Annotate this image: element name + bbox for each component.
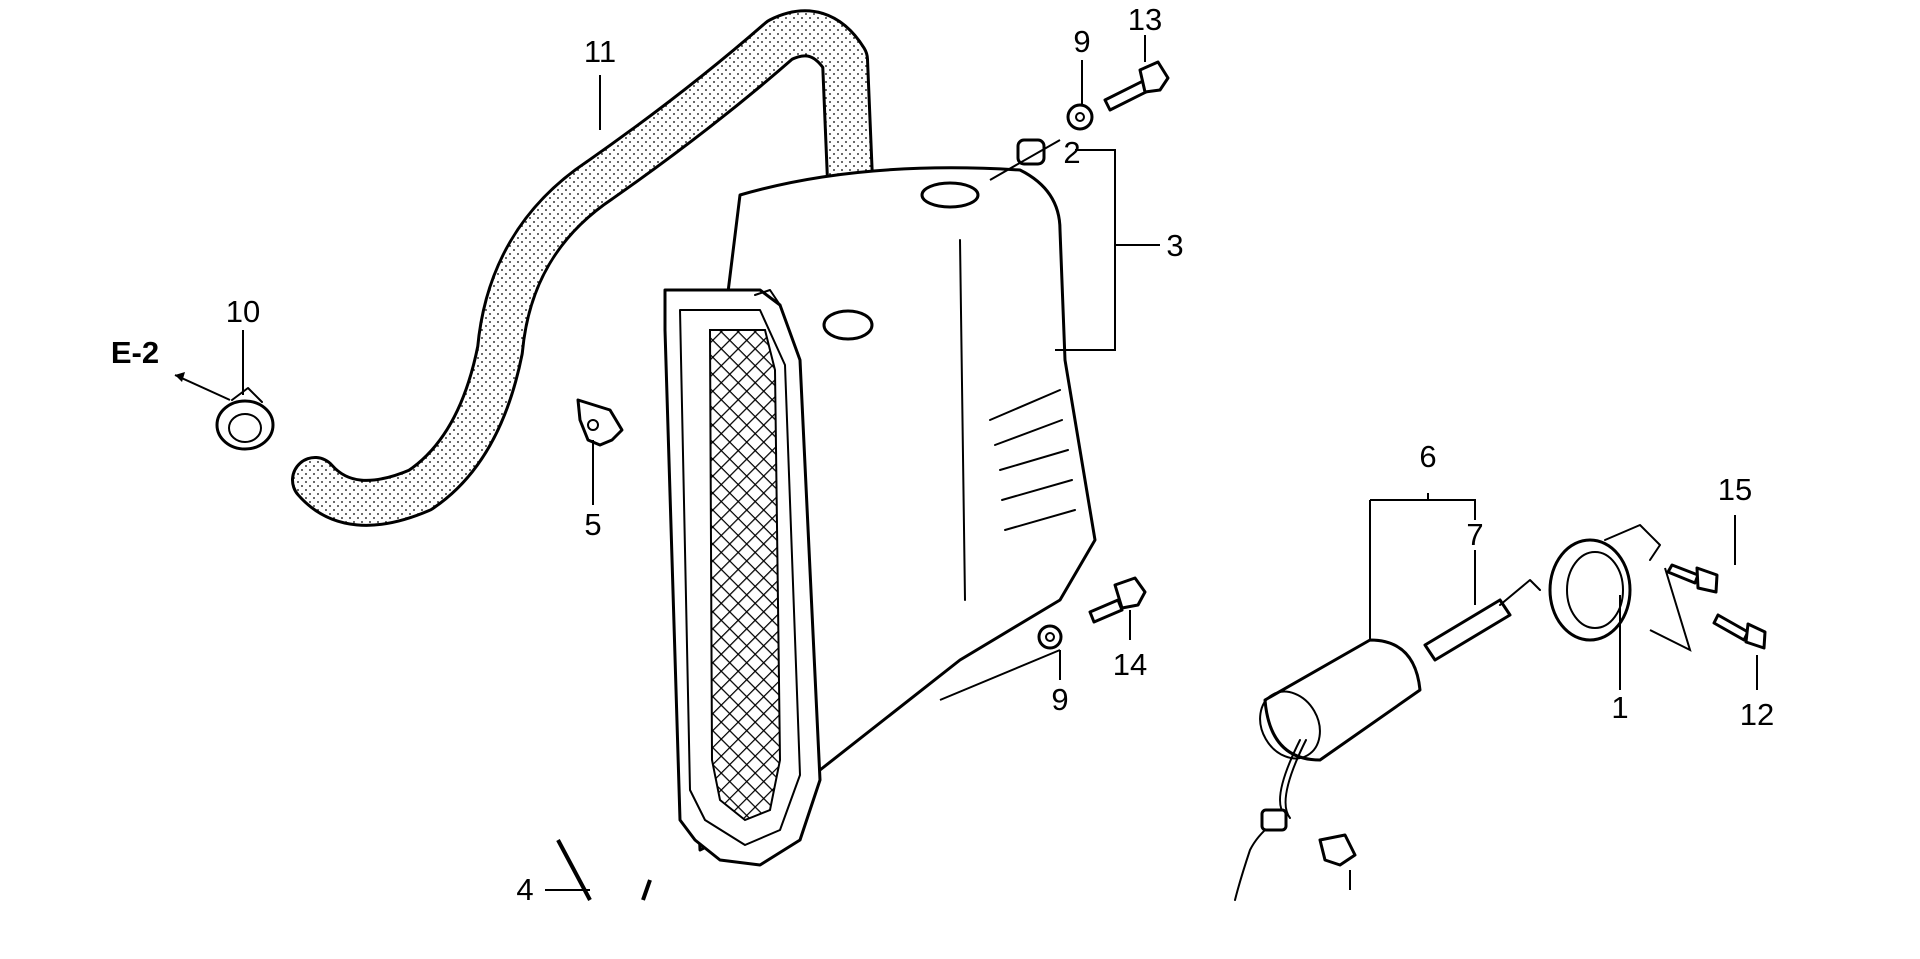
grommet-upper (1016, 103, 1094, 166)
label-13: 13 (1128, 2, 1162, 37)
leader-lines (174, 35, 1758, 891)
bolt-12 (1712, 613, 1767, 650)
label-5: 5 (584, 507, 601, 542)
bolt-15 (1666, 563, 1719, 594)
washer-lower (1037, 624, 1063, 650)
small-clip (1318, 833, 1357, 867)
label-9-lower: 9 (1051, 682, 1068, 717)
breather-hose (291, 9, 874, 527)
label-7: 7 (1466, 517, 1483, 552)
flange-bolt-upper (1103, 60, 1170, 112)
label-2: 2 (1063, 135, 1080, 170)
label-11: 11 (584, 34, 616, 69)
label-3: 3 (1166, 228, 1183, 263)
retaining-clip (576, 398, 624, 447)
air-cleaner-case (663, 166, 1097, 867)
hose-clip (215, 387, 275, 451)
label-15: 15 (1718, 472, 1752, 507)
label-4: 4 (516, 872, 533, 907)
filter-cylinder (1234, 638, 1422, 901)
label-6: 6 (1419, 439, 1436, 474)
band-clamp (1548, 524, 1661, 642)
reference-e2: E-2 (111, 335, 159, 370)
flange-bolt-lower (1088, 576, 1147, 624)
label-1: 1 (1611, 690, 1628, 725)
pin (1423, 579, 1541, 662)
label-9-upper: 9 (1073, 24, 1090, 59)
label-12: 12 (1740, 697, 1774, 732)
label-10: 10 (226, 294, 260, 329)
label-14: 14 (1113, 647, 1147, 682)
